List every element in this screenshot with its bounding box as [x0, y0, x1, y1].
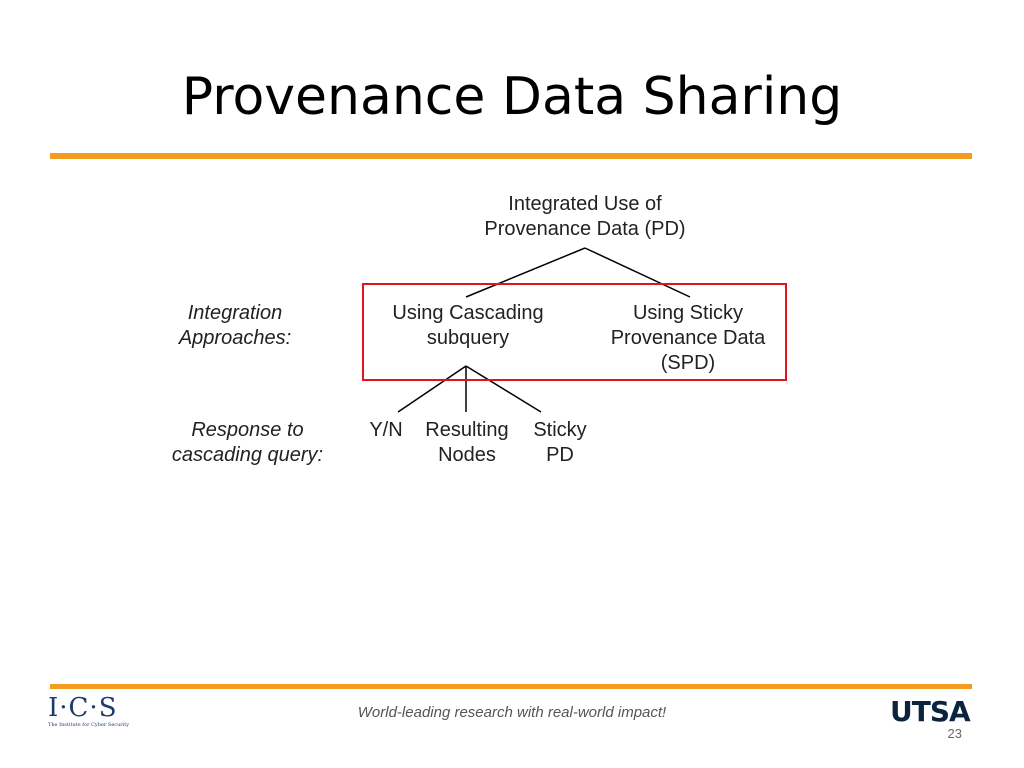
- label-integration-approaches: Integration Approaches:: [150, 301, 320, 351]
- node-yn-label: Y/N: [369, 419, 403, 441]
- edge-root-sticky: [584, 247, 691, 298]
- node-sticky-pd: Sticky PD: [522, 418, 598, 468]
- ics-logo-subtitle: The Institute for Cyber Security: [48, 722, 130, 728]
- node-resulting-nodes: Resulting Nodes: [414, 418, 520, 468]
- label-response: Response to cascading query:: [145, 418, 350, 468]
- edge-cascading-yn: [397, 365, 467, 413]
- node-cascading-subquery: Using Cascading subquery: [365, 301, 571, 351]
- title-divider: [50, 153, 972, 159]
- node-sticky-pd-line-1: Sticky: [533, 419, 587, 441]
- label-integration-line-1: Integration: [187, 302, 283, 324]
- node-sticky-line-1: Using Sticky: [632, 302, 744, 324]
- node-sticky-provenance: Using Sticky Provenance Data (SPD): [590, 301, 786, 376]
- node-resulting-line-1: Resulting: [425, 419, 509, 441]
- integration-approaches-highlight-box: [362, 283, 787, 381]
- node-root: Integrated Use of Provenance Data (PD): [460, 192, 710, 242]
- node-sticky-line-2: Provenance Data: [610, 327, 766, 349]
- utsa-logo: UTSA: [890, 695, 971, 728]
- node-yn: Y/N: [358, 418, 414, 443]
- node-root-line-2: Provenance Data (PD): [484, 218, 686, 240]
- page-number: 23: [947, 726, 962, 741]
- label-response-line-1: Response to: [191, 419, 304, 441]
- slide-title: Provenance Data Sharing: [181, 67, 843, 127]
- node-cascading-line-1: Using Cascading: [392, 302, 544, 324]
- footer-divider: [50, 684, 972, 689]
- node-sticky-pd-line-2: PD: [546, 444, 574, 466]
- node-cascading-line-2: subquery: [426, 327, 510, 349]
- ics-logo-mark: I·C·S: [48, 693, 118, 723]
- ics-logo: I·C·S The Institute for Cyber Security: [48, 693, 130, 736]
- node-resulting-line-2: Nodes: [438, 444, 496, 466]
- node-root-line-1: Integrated Use of: [508, 193, 662, 215]
- label-response-line-2: cascading query:: [171, 444, 324, 466]
- footer-tagline: World-leading research with real-world i…: [357, 704, 667, 721]
- node-sticky-line-3: (SPD): [660, 352, 716, 374]
- edge-cascading-sticky: [465, 365, 542, 413]
- label-integration-line-2: Approaches:: [178, 327, 292, 349]
- edge-root-cascading: [465, 247, 586, 298]
